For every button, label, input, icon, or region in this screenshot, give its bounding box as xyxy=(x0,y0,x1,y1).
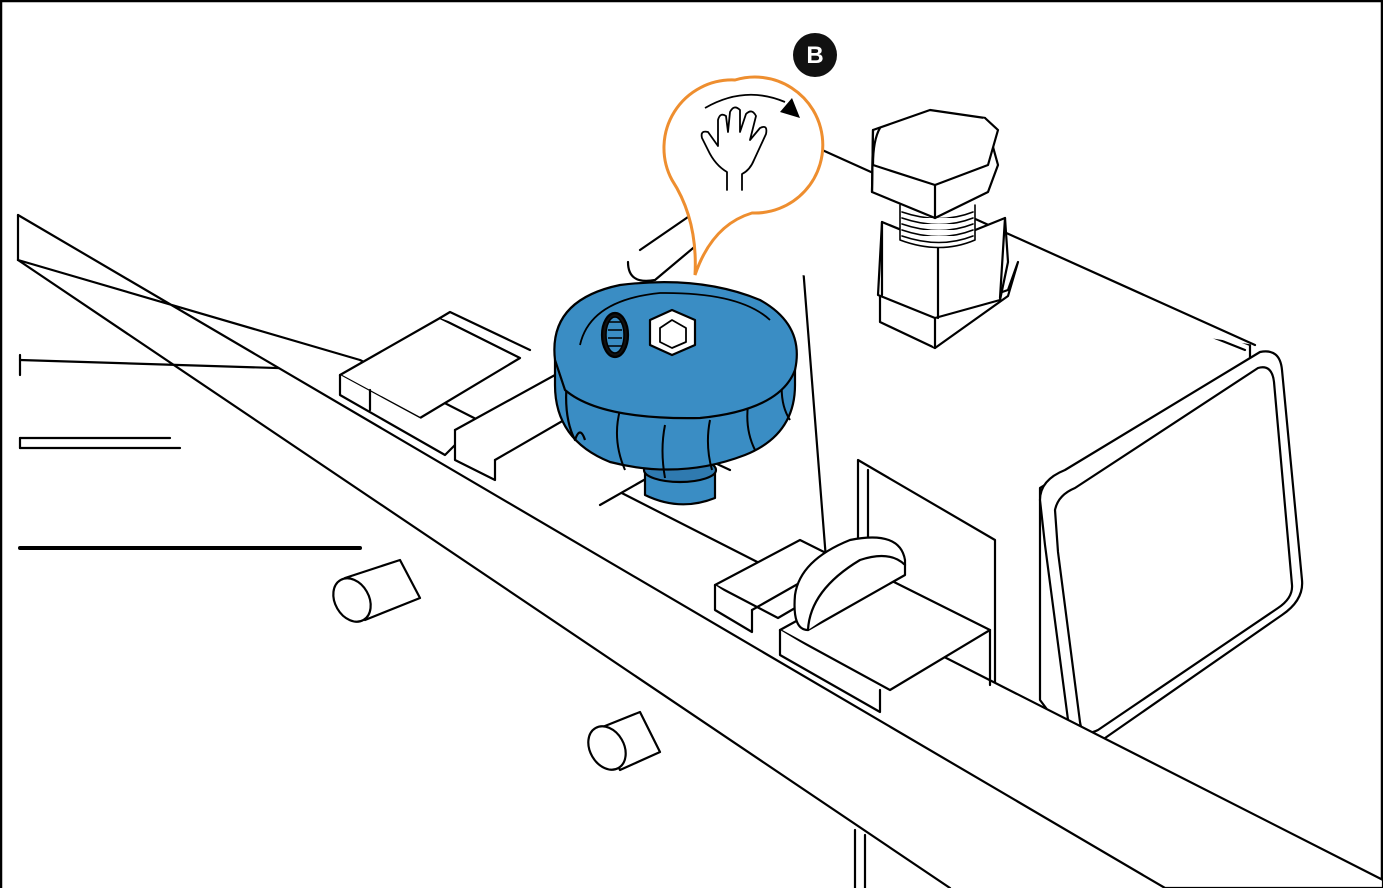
step-badge-circle xyxy=(793,33,837,77)
dowel-lower xyxy=(587,710,662,772)
callout-bubble xyxy=(662,75,825,276)
hex-bolt xyxy=(870,108,1020,350)
clamp-handle xyxy=(793,536,907,632)
lower-post xyxy=(853,828,867,888)
step-badge-label: B xyxy=(806,42,823,69)
end-cap xyxy=(1038,350,1304,750)
blue-knob xyxy=(553,281,798,506)
hand-rotate-clockwise-icon xyxy=(700,106,768,191)
bolt-thread xyxy=(899,204,976,249)
left-background-bars xyxy=(18,353,362,550)
dowel-left xyxy=(332,558,422,623)
step-badge: B xyxy=(793,33,837,77)
